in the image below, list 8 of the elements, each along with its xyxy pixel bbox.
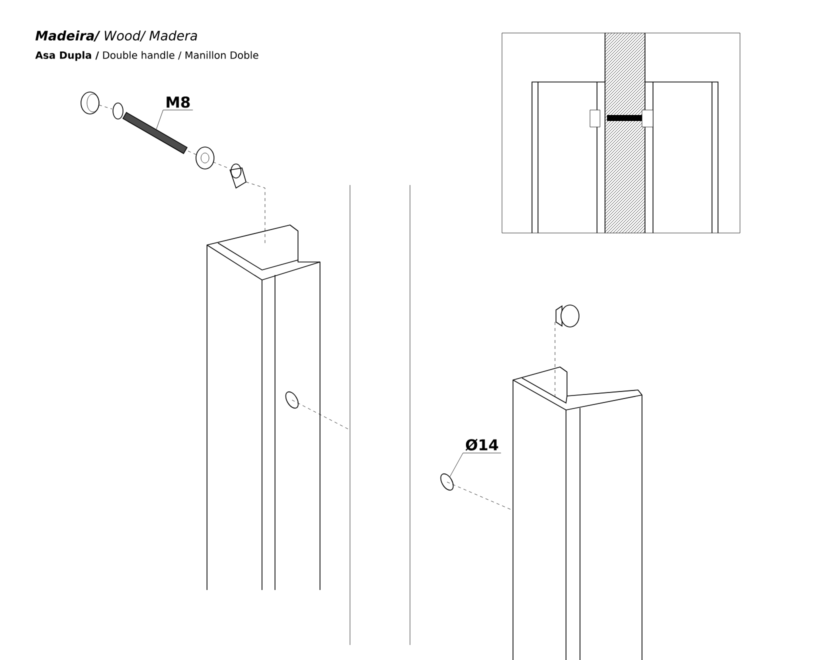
title: Madeira/ Wood/ Madera — [35, 30, 197, 42]
leader-line — [156, 110, 194, 130]
hole — [285, 391, 299, 409]
leader-line — [450, 452, 502, 477]
part-label: M8 — [166, 96, 190, 108]
part-label: Ø14 — [466, 438, 498, 451]
subtitle: Asa Dupla / Double handle / Manillon Doble — [35, 51, 258, 61]
hole — [440, 473, 454, 491]
